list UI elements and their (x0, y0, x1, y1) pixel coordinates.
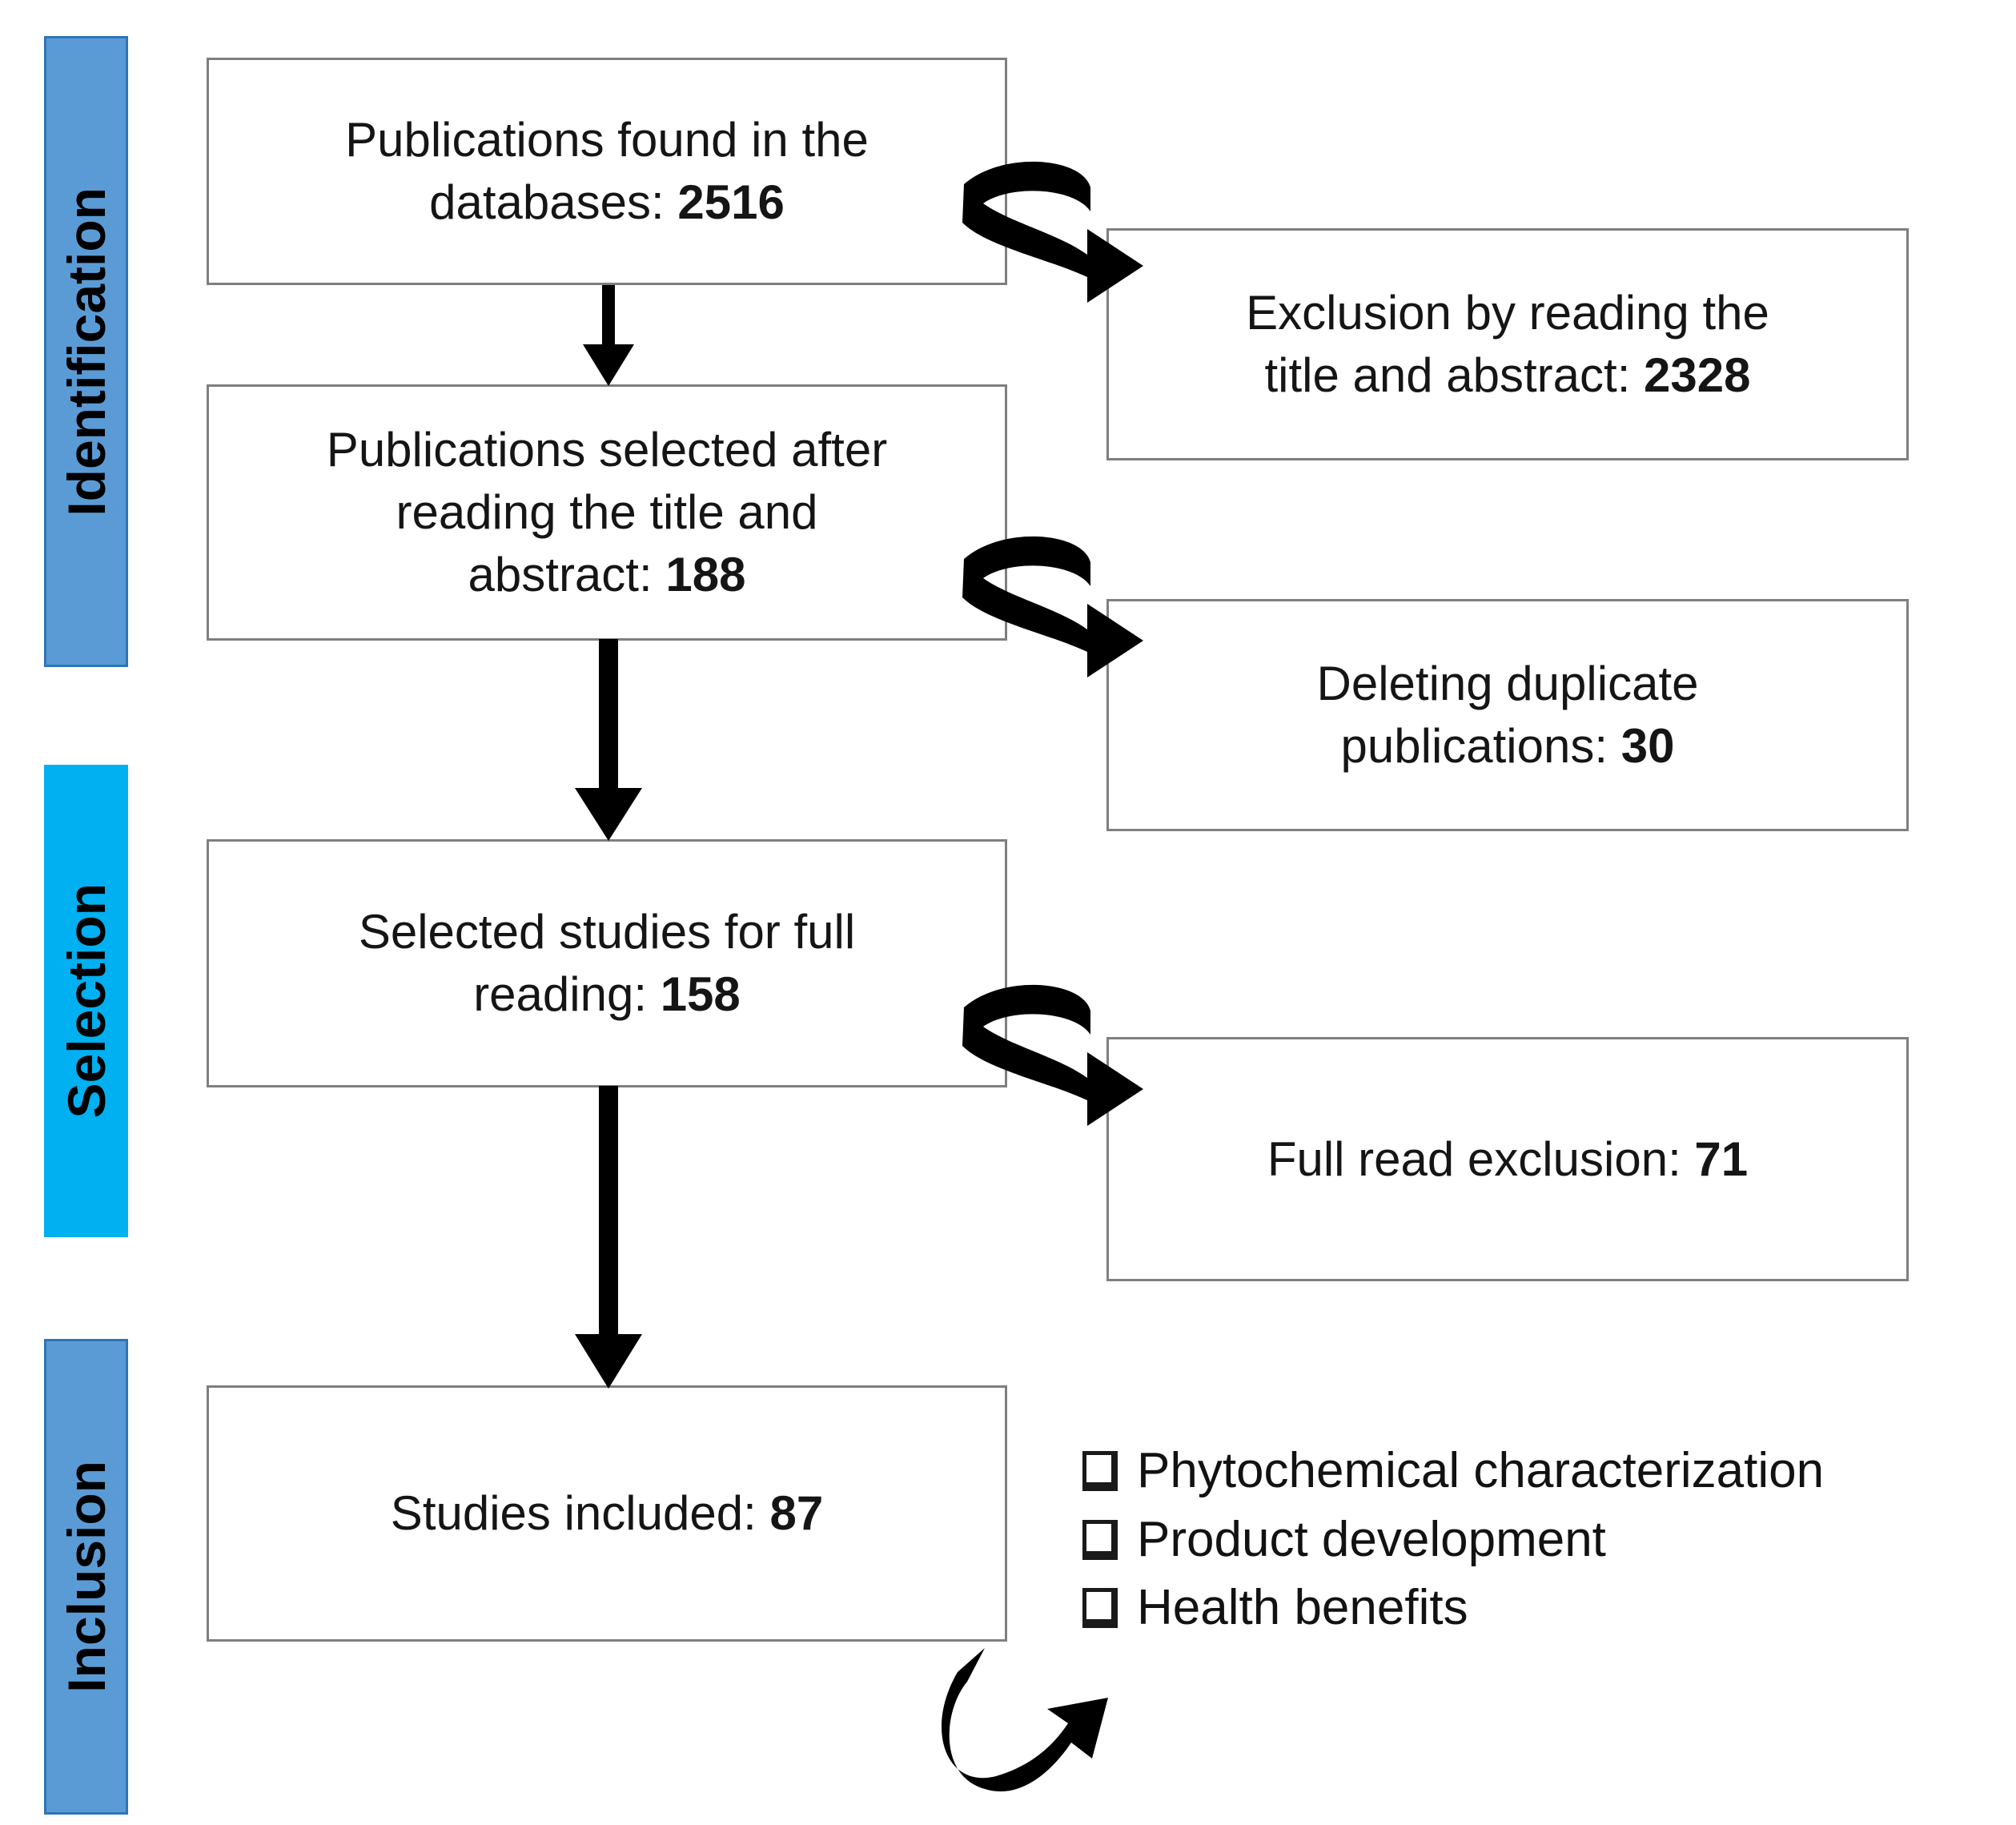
box-exclusion-title-abstract: Exclusion by reading the title and abstr… (1106, 228, 1909, 460)
down-arrow-icon-selected-to-fullreading (575, 639, 642, 841)
box-value: 30 (1620, 719, 1675, 773)
stage-bar-selection: Selection (44, 765, 128, 1237)
box-line-1: Studies included: (390, 1486, 757, 1540)
box-value: 71 (1694, 1132, 1749, 1186)
box-line-2: title and abstract: (1264, 348, 1631, 402)
box-line-1: Exclusion by reading the (1246, 286, 1769, 340)
box-line-2: publications: (1340, 719, 1608, 773)
box-line-2: reading the title and (396, 485, 818, 539)
box-line-1: Full read exclusion: (1267, 1132, 1681, 1186)
box-value: 2328 (1644, 348, 1751, 402)
curved-u-turn-arrow-icon-to-duplicates (962, 535, 1143, 677)
box-value: 158 (660, 967, 741, 1021)
empty-checkbox-icon[interactable] (1082, 1451, 1118, 1491)
box-deleting-duplicates: Deleting duplicate publications: 30 (1106, 599, 1909, 831)
box-publications-selected-text: Publications selected after reading the … (327, 419, 887, 606)
box-publications-found-text: Publications found in the databases: 251… (345, 109, 869, 234)
stage-label-inclusion: Inclusion (56, 1461, 116, 1693)
curved-u-turn-arrow-icon-to-full-read-exclusion (962, 983, 1143, 1126)
stage-bar-identification: Identification (44, 36, 128, 667)
box-full-read-exclusion: Full read exclusion: 71 (1106, 1037, 1909, 1281)
box-studies-included-text: Studies included: 87 (391, 1482, 823, 1545)
box-publications-selected: Publications selected after reading the … (207, 384, 1007, 641)
list-item[interactable]: Health benefits (1082, 1577, 2011, 1639)
empty-checkbox-icon[interactable] (1082, 1519, 1118, 1560)
box-publications-found: Publications found in the databases: 251… (207, 58, 1007, 285)
checklist-item-label: Product development (1137, 1511, 1606, 1567)
box-line-1: Selected studies for full (358, 905, 856, 959)
stage-label-identification: Identification (56, 187, 116, 517)
box-value: 188 (665, 548, 746, 601)
curved-u-turn-arrow-icon-to-exclusion-title (962, 160, 1143, 303)
down-arrow-icon-found-to-selected (583, 285, 634, 386)
down-arrow-icon-fullreading-to-included (575, 1086, 642, 1389)
box-selected-full-reading-text: Selected studies for full reading: 158 (359, 901, 855, 1026)
list-item[interactable]: Product development (1082, 1509, 2011, 1571)
box-line-3: abstract: (468, 548, 653, 601)
box-deleting-duplicates-text: Deleting duplicate publications: 30 (1317, 653, 1699, 778)
box-exclusion-title-abstract-text: Exclusion by reading the title and abstr… (1246, 282, 1769, 407)
box-value: 87 (769, 1486, 824, 1540)
stage-label-selection: Selection (56, 883, 116, 1119)
box-studies-included: Studies included: 87 (207, 1385, 1007, 1642)
box-selected-full-reading: Selected studies for full reading: 158 (207, 839, 1007, 1087)
box-full-read-exclusion-text: Full read exclusion: 71 (1267, 1128, 1748, 1191)
box-line-2: databases: (429, 175, 665, 229)
checklist-item-label: Phytochemical characterization (1137, 1443, 1825, 1498)
curved-u-turn-arrow-icon-to-checklist (941, 1648, 1108, 1792)
outcome-checklist: Phytochemical characterization Product d… (1082, 1440, 2011, 1646)
checklist-item-label: Health benefits (1137, 1580, 1468, 1635)
list-item[interactable]: Phytochemical characterization (1082, 1440, 2011, 1502)
box-line-2: reading: (473, 967, 648, 1021)
box-line-1: Deleting duplicate (1316, 657, 1699, 710)
box-line-1: Publications selected after (326, 423, 888, 476)
stage-bar-inclusion: Inclusion (44, 1339, 128, 1815)
box-line-1: Publications found in the (345, 113, 869, 167)
empty-checkbox-icon[interactable] (1082, 1588, 1118, 1628)
box-value: 2516 (677, 175, 785, 229)
